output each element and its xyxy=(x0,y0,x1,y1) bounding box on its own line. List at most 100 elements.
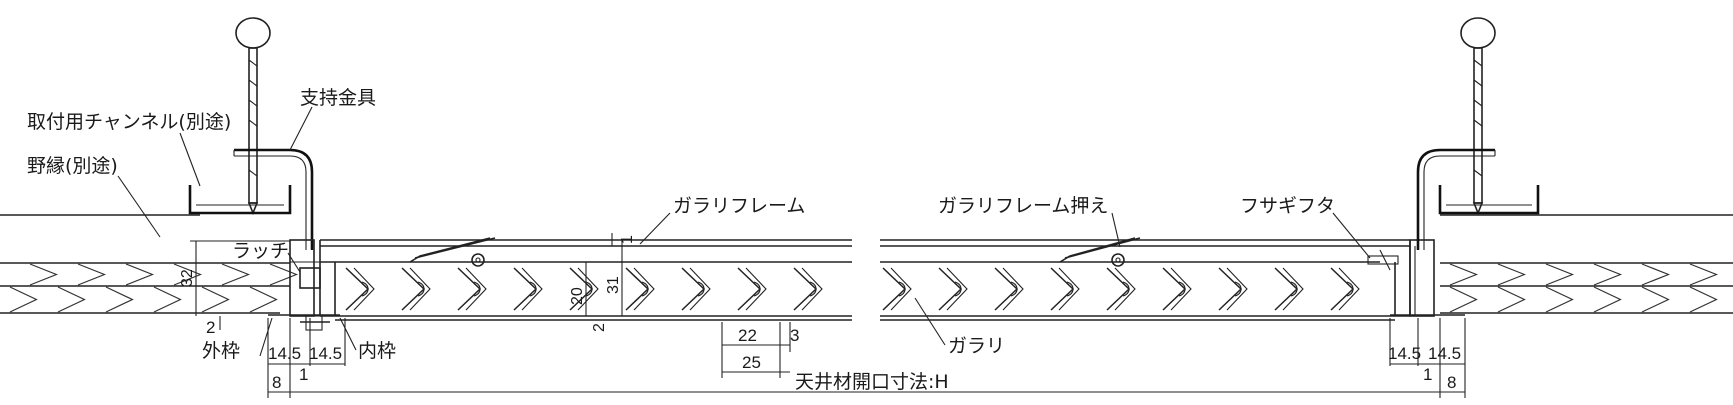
label-blind-lid: フサギフタ xyxy=(1240,195,1335,217)
hatch-mark xyxy=(1497,286,1526,313)
louver-blade xyxy=(345,267,370,311)
louver-blade-curl xyxy=(1290,281,1298,297)
louver-blade-curl xyxy=(954,281,962,297)
dim-22: 22 xyxy=(738,326,757,345)
louver-blade-edge xyxy=(1058,267,1080,311)
dim-2-left: 2 xyxy=(206,318,215,337)
louver-blade-edge xyxy=(1338,267,1360,311)
louver-blade xyxy=(1330,267,1355,311)
louver-blade xyxy=(938,267,963,311)
louver-blade xyxy=(882,267,907,311)
louver-blade-curl xyxy=(1122,281,1130,297)
hatch-mark xyxy=(1545,263,1575,286)
dim-1-top: 1 xyxy=(619,235,636,244)
louver-blade-edge xyxy=(1114,267,1136,311)
louver-blade-curl xyxy=(585,281,593,297)
louver-blade xyxy=(737,267,762,311)
hatch-mark xyxy=(57,286,86,313)
louver-blade-edge xyxy=(1170,267,1192,311)
louver-blade xyxy=(1162,267,1187,311)
frame-assembly-left xyxy=(268,239,340,331)
hatch-mark xyxy=(1689,286,1718,313)
louver-blade-edge xyxy=(745,267,767,311)
louver-blade-edge xyxy=(409,267,431,311)
mounting-channel-left xyxy=(188,185,292,215)
louver-blade-curl xyxy=(1178,281,1186,297)
dim-31: 31 xyxy=(605,276,622,294)
support-bracket-right xyxy=(1416,148,1496,250)
dim-14-5-d: 14.5 xyxy=(1428,344,1461,363)
louver-blade-edge xyxy=(353,267,375,311)
hatch-mark xyxy=(105,286,134,313)
dim-20: 20 xyxy=(569,287,586,305)
dimension-lines xyxy=(190,240,1466,398)
louver-blade-curl xyxy=(1066,281,1074,297)
dim-14-5-a: 14.5 xyxy=(268,344,301,363)
hatch-mark xyxy=(153,286,182,313)
leader-lines xyxy=(117,106,1371,357)
dim-14-5-b: 14.5 xyxy=(309,344,342,363)
label-mounting-channel: 取付用チャンネル(別途) xyxy=(27,111,231,133)
label-latch: ラッチ xyxy=(232,240,289,262)
hatch-mark xyxy=(1497,263,1527,286)
hatch-mark xyxy=(1449,263,1479,286)
louver-blade xyxy=(1050,267,1075,311)
louver-blades-left xyxy=(345,267,823,311)
louver-blade-curl xyxy=(1346,281,1354,297)
hatch-mark xyxy=(9,286,38,313)
louver-blade-curl xyxy=(753,281,761,297)
hatch-mark xyxy=(249,286,278,313)
louver-blades-right xyxy=(882,267,1360,311)
dim-3: 3 xyxy=(790,326,799,345)
hatch-mark xyxy=(1689,263,1719,286)
louver-blade-curl xyxy=(697,281,705,297)
louver-blade xyxy=(681,267,706,311)
louver-frame-right xyxy=(880,237,1411,321)
hatch-mark xyxy=(269,263,299,286)
louver-blade-edge xyxy=(465,267,487,311)
hatch-mark xyxy=(29,263,59,286)
dim-1-left: 1 xyxy=(299,365,308,384)
frame-assembly-right xyxy=(1390,239,1465,317)
label-ceiling-opening: 天井材開口寸法:H xyxy=(795,371,949,393)
louver-frame-left xyxy=(319,233,852,321)
louver-blade-edge xyxy=(689,267,711,311)
hatch-mark xyxy=(201,286,230,313)
louver-blade-curl xyxy=(641,281,649,297)
dim-25: 25 xyxy=(742,353,761,372)
louver-blade xyxy=(457,267,482,311)
louver-blade-edge xyxy=(577,267,599,311)
louver-blade-curl xyxy=(417,281,425,297)
hatch-mark xyxy=(173,263,203,286)
louver-blade xyxy=(793,267,818,311)
louver-blade xyxy=(513,267,538,311)
dim-8-left: 8 xyxy=(272,373,281,392)
dim-14-5-c: 14.5 xyxy=(1388,344,1421,363)
dim-8-right: 8 xyxy=(1447,373,1456,392)
hatch-mark xyxy=(1641,286,1670,313)
louver-blade-curl xyxy=(473,281,481,297)
hatch-mark xyxy=(1449,286,1478,313)
hanger-bolt-right xyxy=(1460,17,1496,216)
louver-blade-edge xyxy=(521,267,543,311)
hatch-mark xyxy=(77,263,107,286)
label-outer-frame: 外枠 xyxy=(202,340,240,362)
louver-blade xyxy=(1218,267,1243,311)
hatch-mark xyxy=(1641,263,1671,286)
ceiling-left xyxy=(0,214,299,314)
hatch-mark xyxy=(125,263,155,286)
dim-32: 32 xyxy=(179,269,196,287)
hatch-mark xyxy=(221,263,251,286)
dim-1-right: 1 xyxy=(1423,365,1432,384)
louver-blade xyxy=(1274,267,1299,311)
label-louver: ガラリ xyxy=(948,335,1005,357)
hatch-mark xyxy=(1593,263,1623,286)
louver-blade-edge xyxy=(946,267,968,311)
mounting-channel-right xyxy=(1438,185,1540,215)
label-furring: 野縁(別途) xyxy=(27,155,118,177)
support-bracket-left xyxy=(233,148,314,250)
louver-blade-curl xyxy=(529,281,537,297)
louver-blade-edge xyxy=(890,267,912,311)
louver-blade-curl xyxy=(1234,281,1242,297)
